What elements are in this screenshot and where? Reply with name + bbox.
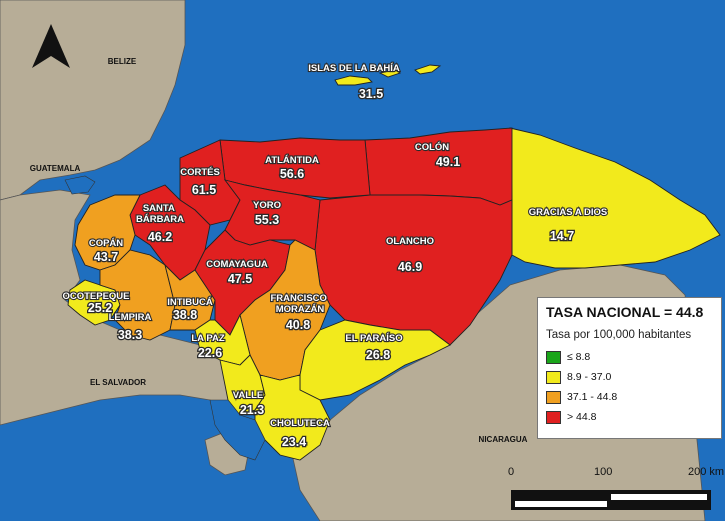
dept-shape-choluteca[interactable] bbox=[254, 374, 331, 461]
legend: TASA NACIONAL = 44.8 Tasa por 100,000 ha… bbox=[537, 297, 722, 439]
dept-name-barbara: BÁRBARA bbox=[136, 214, 184, 225]
dept-value-yoro: 55.3 bbox=[255, 213, 279, 227]
legend-title: TASA NACIONAL = 44.8 bbox=[546, 304, 704, 320]
dept-shape-yoro[interactable] bbox=[223, 179, 321, 251]
dept-name-santa: SANTA bbox=[143, 203, 175, 214]
country-label-nicaragua: NICARAGUA bbox=[479, 435, 528, 444]
country-label-belize: BELIZE bbox=[108, 57, 137, 66]
dept-value-atlantida: 56.6 bbox=[280, 167, 304, 181]
dept-name-islas: ISLAS DE LA BAHÍA bbox=[308, 63, 400, 74]
dept-value-lempira: 38.3 bbox=[118, 328, 142, 342]
legend-swatch-1 bbox=[546, 350, 561, 364]
dept-name-olancho: OLANCHO bbox=[386, 236, 434, 247]
scale-label-0: 0 bbox=[508, 466, 515, 478]
scale-bar-graphic bbox=[511, 490, 711, 510]
dept-value-comayagua: 47.5 bbox=[228, 272, 252, 286]
water-bodies bbox=[64, 175, 266, 461]
dept-name-el-paraiso: EL PARAÍSO bbox=[345, 333, 402, 344]
dept-name-francisco-morazan: FRANCISCO MORAZÁN bbox=[270, 293, 329, 315]
north-arrow-icon bbox=[32, 24, 70, 68]
legend-label-4: > 44.8 bbox=[567, 411, 597, 423]
dept-value-copan: 43.7 bbox=[94, 250, 118, 264]
scale-label-100: 100 bbox=[594, 466, 613, 478]
legend-swatch-3 bbox=[546, 390, 561, 404]
country-label-el-salvador: EL SALVADOR bbox=[90, 378, 146, 387]
lake-guatemala bbox=[64, 175, 96, 195]
legend-row-2: 8.9 - 37.0 bbox=[546, 367, 713, 387]
dept-name-francisco: FRANCISCO bbox=[270, 293, 326, 304]
dept-value-la-paz: 22.6 bbox=[198, 346, 222, 360]
dept-shape-islas-de-la-bahia[interactable] bbox=[334, 75, 373, 86]
dept-shape-ocotepeque[interactable] bbox=[67, 279, 121, 326]
dept-value-valle: 21.3 bbox=[240, 403, 264, 417]
dept-name-cortes: CORTÉS bbox=[180, 167, 220, 178]
dept-name-lempira: LEMPIRA bbox=[109, 312, 152, 323]
scale-label-200: 200 km bbox=[688, 466, 725, 478]
legend-row-1: ≤ 8.8 bbox=[546, 347, 713, 367]
legend-label-3: 37.1 - 44.8 bbox=[567, 391, 618, 403]
dept-name-gracias: GRACIAS A DIOS bbox=[529, 207, 607, 218]
dept-value-el-paraiso: 26.8 bbox=[366, 348, 390, 362]
dept-name-atlantida: ATLÁNTIDA bbox=[265, 155, 319, 166]
dept-value-olancho: 46.9 bbox=[398, 260, 422, 274]
legend-label-1: ≤ 8.8 bbox=[567, 351, 591, 363]
dept-value-colon: 49.1 bbox=[436, 155, 460, 169]
legend-swatch-2 bbox=[546, 370, 561, 384]
department-labels: ISLAS DE LA BAHÍA 31.5 ATLÁNTIDA 56.6 CO… bbox=[61, 62, 608, 450]
dept-name-valle: VALLE bbox=[233, 390, 263, 401]
dept-name-ocotepeque: OCOTEPEQUE bbox=[62, 291, 129, 302]
dept-name-colon: COLÓN bbox=[415, 141, 449, 153]
dept-name-morazan: MORAZÁN bbox=[276, 304, 325, 315]
legend-label-2: 8.9 - 37.0 bbox=[567, 371, 612, 383]
departments bbox=[67, 64, 721, 461]
dept-name-copan: COPÁN bbox=[89, 238, 123, 249]
dept-name-choluteca: CHOLUTECA bbox=[270, 418, 330, 429]
country-label-guatemala: GUATEMALA bbox=[30, 164, 81, 173]
dept-shape-gracias-a-dios[interactable] bbox=[509, 127, 721, 269]
dept-name-comayagua: COMAYAGUA bbox=[206, 259, 268, 270]
dept-name-santa-barbara: SANTA BÁRBARA bbox=[136, 203, 184, 225]
dept-shape-olancho[interactable] bbox=[314, 194, 513, 346]
dept-value-gracias: 14.7 bbox=[550, 229, 574, 243]
dept-name-la-paz: LA PAZ bbox=[191, 333, 224, 344]
gulf-of-fonseca bbox=[209, 399, 266, 461]
legend-row-3: 37.1 - 44.8 bbox=[546, 387, 713, 407]
legend-swatch-4 bbox=[546, 410, 561, 424]
dept-value-intibuca: 38.8 bbox=[173, 308, 197, 322]
dept-value-islas: 31.5 bbox=[359, 87, 383, 101]
dept-name-intibuca: INTIBUCÁ bbox=[167, 297, 213, 308]
dept-value-francisco-morazan: 40.8 bbox=[286, 318, 310, 332]
dept-name-yoro: YORO bbox=[253, 200, 281, 211]
legend-subtitle: Tasa por 100,000 habitantes bbox=[546, 329, 692, 341]
dept-shape-islas-de-la-bahia-3[interactable] bbox=[414, 64, 442, 75]
legend-row-4: > 44.8 bbox=[546, 407, 713, 427]
dept-value-choluteca: 23.4 bbox=[282, 435, 306, 449]
dept-value-santa-barbara: 46.2 bbox=[148, 230, 172, 244]
scale-bar: 0 100 200 km bbox=[508, 466, 725, 521]
dept-value-cortes: 61.5 bbox=[192, 183, 216, 197]
dept-value-ocotepeque: 25.2 bbox=[88, 301, 112, 315]
dept-shape-islas-de-la-bahia-2[interactable] bbox=[378, 69, 402, 78]
